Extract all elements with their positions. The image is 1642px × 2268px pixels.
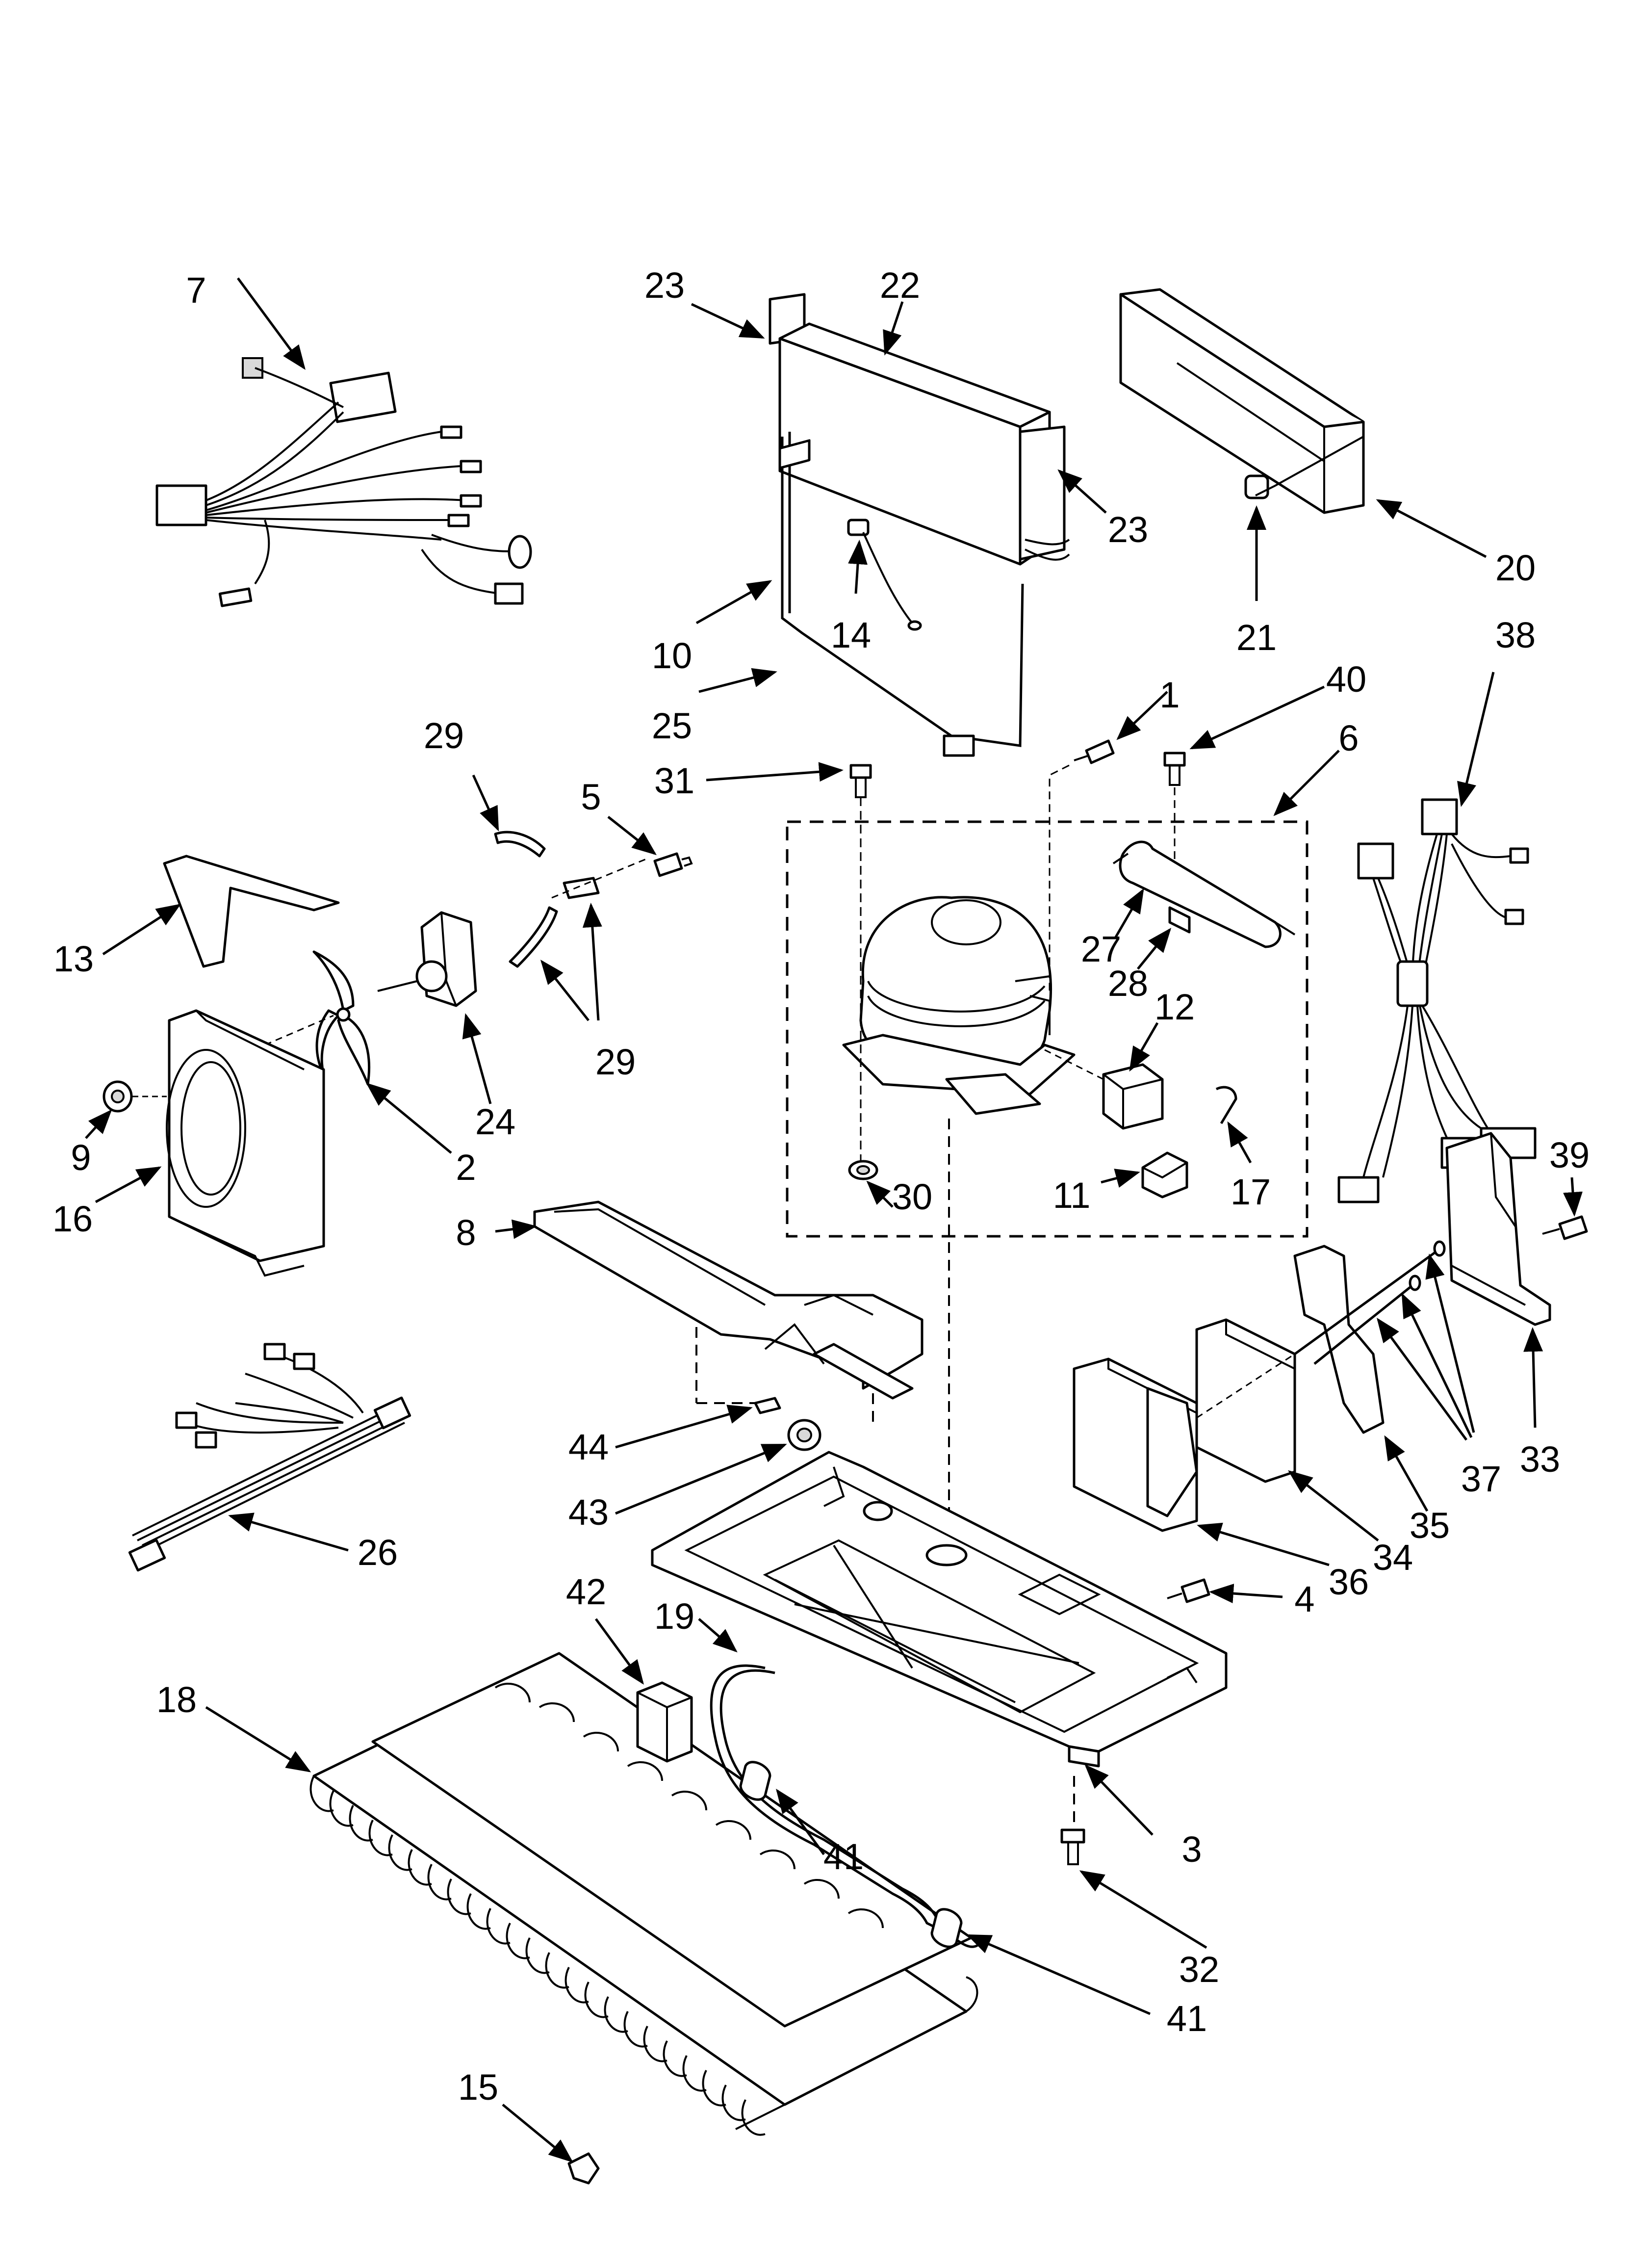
clip-part-15	[502, 2104, 600, 2185]
spacer-part-44	[615, 1397, 781, 1449]
relay-part-12	[1102, 1022, 1164, 1130]
callout-8: 8	[456, 1212, 476, 1253]
callout-2: 2	[456, 1147, 476, 1188]
sleeve-part-41-b	[930, 1908, 1151, 2015]
sleeve-part-41	[739, 1761, 825, 1855]
fan-shroud-part-16	[95, 1009, 325, 1277]
control-housing-part-36	[1073, 1357, 1330, 1566]
cover-part-20	[1119, 288, 1487, 601]
callout-44: 44	[568, 1427, 609, 1467]
callout-16: 16	[52, 1199, 93, 1239]
screw-part-39	[1542, 1177, 1588, 1240]
callout-18: 18	[156, 1679, 197, 1720]
callout-36: 36	[1329, 1562, 1369, 1602]
grommet-part-43	[615, 1419, 821, 1515]
callout-17: 17	[1231, 1172, 1271, 1212]
callout-32: 32	[1179, 1949, 1219, 1990]
grommet-part-30	[848, 1160, 894, 1208]
callout-10: 10	[652, 635, 692, 676]
block-part-42	[594, 1618, 693, 1763]
callout-26: 26	[358, 1532, 398, 1573]
callout-31: 31	[654, 760, 694, 801]
frame-wire-part-10	[695, 432, 1024, 757]
drier-part-27	[1112, 840, 1296, 970]
callout-21: 21	[1236, 617, 1277, 658]
callout-24: 24	[475, 1101, 515, 1142]
callout-29-b: 29	[595, 1042, 636, 1082]
callout-43: 43	[568, 1492, 609, 1533]
callout-15: 15	[458, 2067, 498, 2108]
callout-7: 7	[186, 270, 206, 311]
drain-pan-part-8	[495, 1200, 924, 1423]
screw-part-31	[706, 762, 872, 1168]
grommet-part-9	[85, 1080, 167, 1139]
condenser-part-22	[691, 293, 1107, 566]
callout-19: 19	[654, 1596, 694, 1637]
clip-part-17	[1215, 1086, 1252, 1164]
callout-27: 27	[1081, 929, 1121, 969]
callout-9: 9	[71, 1137, 91, 1178]
evaporator-part-18	[205, 1652, 978, 2136]
callout-23-b: 23	[1108, 509, 1148, 550]
callout-6: 6	[1338, 718, 1359, 758]
thermistor-part-14	[847, 519, 922, 631]
callout-1: 1	[1159, 675, 1180, 715]
callout-labels: 7 23 22 23 20 21 38 10 14 25 1 40 6 29 5…	[52, 265, 1590, 2108]
wire-harness-part-26	[128, 1343, 411, 1572]
callout-34: 34	[1373, 1537, 1413, 1578]
screw-part-4	[1167, 1578, 1283, 1604]
screw-part-5	[607, 816, 693, 877]
screw-part-37	[1196, 1240, 1475, 1441]
callout-11: 11	[1053, 1175, 1091, 1216]
overload-part-11	[1101, 1151, 1188, 1199]
callout-3: 3	[1181, 1829, 1202, 1870]
callout-40: 40	[1326, 659, 1366, 700]
control-board-part-34	[1195, 1318, 1379, 1541]
callout-12: 12	[1155, 987, 1195, 1027]
callout-41-b: 41	[1167, 1998, 1207, 2039]
screw-part-40	[1163, 685, 1325, 878]
callout-14: 14	[831, 615, 871, 655]
screw-part-32	[1060, 1828, 1207, 1949]
compressor-assembly-box	[786, 820, 1308, 1238]
callout-4: 4	[1294, 1579, 1314, 1619]
callout-5: 5	[581, 777, 601, 817]
callout-25: 25	[652, 705, 692, 746]
wire-harness-part-7	[155, 277, 532, 607]
callout-41-a: 41	[823, 1836, 864, 1877]
fan-motor-part-24	[377, 911, 492, 1104]
callout-13: 13	[53, 938, 94, 979]
base-plate-part-3	[651, 1451, 1228, 1836]
compressor	[842, 896, 1076, 1115]
fan-blade-part-2	[264, 950, 452, 1154]
callout-23-a: 23	[644, 265, 685, 306]
screw-part-1	[1049, 691, 1168, 991]
bracket-part-35	[1293, 1245, 1429, 1512]
callout-30: 30	[892, 1176, 932, 1217]
callout-42: 42	[566, 1571, 606, 1612]
callout-29-a: 29	[424, 715, 464, 756]
tubing-part-29	[472, 774, 648, 1021]
callout-35: 35	[1410, 1505, 1450, 1546]
gasket-part-13	[102, 855, 340, 968]
callout-38: 38	[1495, 615, 1536, 655]
wire-harness-part-38	[1337, 672, 1537, 1203]
callout-22: 22	[880, 265, 920, 306]
callout-37: 37	[1461, 1459, 1501, 1499]
callout-20: 20	[1495, 547, 1536, 588]
cover-plate-part-33	[1445, 1132, 1551, 1428]
callout-39: 39	[1549, 1135, 1590, 1175]
callout-28: 28	[1108, 963, 1148, 1004]
callout-33: 33	[1520, 1439, 1560, 1480]
leader-6	[1273, 750, 1340, 816]
